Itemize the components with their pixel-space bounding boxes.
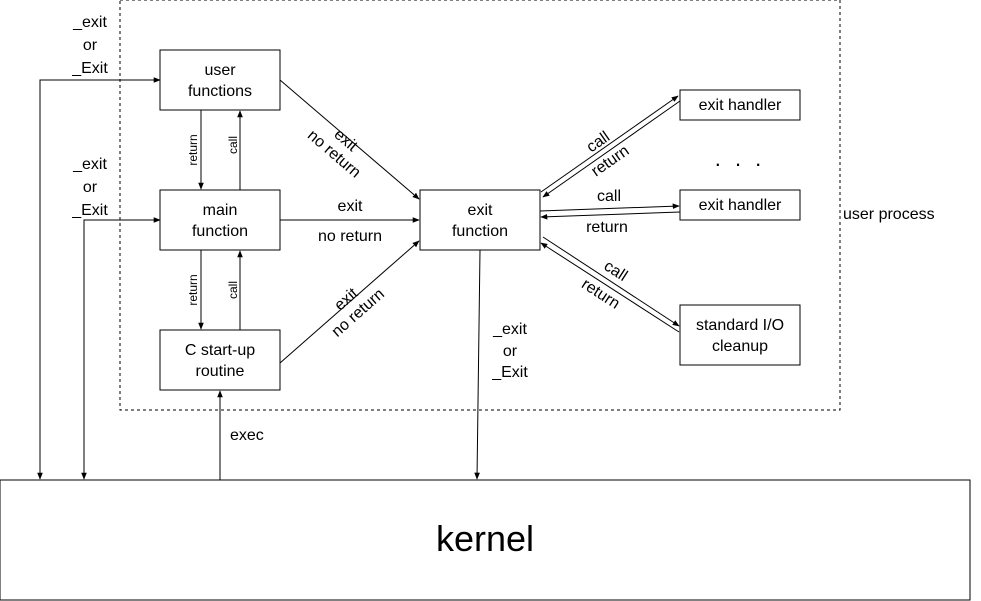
user-functions-line-2: functions xyxy=(188,83,252,100)
main-function-line-2: function xyxy=(192,223,248,240)
label-main-to-exit-1: exit xyxy=(338,198,363,215)
label-exit-or-exit-top: _exit or _Exit xyxy=(71,14,108,77)
label-cs-to-exit: exit no return xyxy=(329,285,388,341)
exit-handler-2-node: exit handler xyxy=(679,189,801,221)
label-main-to-uf-call: call xyxy=(226,136,240,154)
kernel-box xyxy=(0,479,971,601)
label-exit-center-line-1: _exit xyxy=(492,321,527,338)
label-main-to-cs-return: return xyxy=(186,274,200,305)
ellipsis: . . . xyxy=(715,146,766,171)
edge-exit-to-kernel xyxy=(474,249,481,480)
edge-cs-to-exit xyxy=(279,240,420,364)
label-exit-or-exit-mid: _exit or _Exit xyxy=(71,156,108,219)
main-function-node: main function xyxy=(159,189,281,251)
edge-handler2-return xyxy=(540,211,681,220)
edge-main-to-kernel xyxy=(81,217,161,480)
label-exit-top-line-2: or xyxy=(83,37,98,54)
exit-function-line-1: exit xyxy=(468,202,493,219)
stdio-cleanup-line-1: standard I/O xyxy=(696,317,784,334)
edge-handler1-call xyxy=(540,95,679,193)
exit-handler-1-node: exit handler xyxy=(679,89,801,121)
label-handler2-return: return xyxy=(586,219,628,236)
edge-handler1-return xyxy=(542,100,681,198)
main-function-line-1: main xyxy=(203,202,238,219)
stdio-cleanup-line-2: cleanup xyxy=(712,338,768,355)
exit-function-line-2: function xyxy=(452,223,508,240)
stdio-cleanup-node: standard I/O cleanup xyxy=(679,304,801,366)
edge-uf-to-exit xyxy=(279,79,420,200)
label-uf-to-exit: exit no return xyxy=(304,126,364,182)
exit-handler-1-label: exit handler xyxy=(699,97,782,114)
label-exit-top-line-3: _Exit xyxy=(71,60,108,77)
label-stdio-call: call xyxy=(601,258,630,285)
label-exit-center-line-2: or xyxy=(503,343,518,360)
label-exit-top-line-1: _exit xyxy=(72,14,107,31)
c-startup-line-1: C start-up xyxy=(185,342,255,359)
c-startup-node: C start-up routine xyxy=(159,329,281,391)
kernel-label: kernel xyxy=(436,518,534,559)
user-functions-line-1: user xyxy=(204,62,236,79)
exit-handler-2-label: exit handler xyxy=(699,197,782,214)
edge-stdio-call xyxy=(542,236,680,327)
edge-uf-to-kernel xyxy=(37,77,161,480)
label-exit-mid-line-3: _Exit xyxy=(71,202,108,219)
exit-function-node: exit function xyxy=(419,189,541,251)
user-functions-node: user functions xyxy=(159,49,281,111)
edge-handler2-call xyxy=(539,203,680,212)
label-exec: exec xyxy=(230,427,264,444)
label-exit-or-exit-center: _exit or _Exit xyxy=(491,321,528,381)
user-process-label: user process xyxy=(843,206,935,223)
label-exit-mid-line-1: _exit xyxy=(72,156,107,173)
label-exit-mid-line-2: or xyxy=(83,179,98,196)
label-exit-center-line-3: _Exit xyxy=(491,364,528,381)
label-uf-to-main-return: return xyxy=(186,134,200,165)
label-handler2-call: call xyxy=(597,188,621,205)
c-startup-line-2: routine xyxy=(196,363,245,380)
label-cs-to-main-call: call xyxy=(226,281,240,299)
label-main-to-exit-2: no return xyxy=(318,228,382,245)
edge-stdio-return xyxy=(540,242,680,333)
